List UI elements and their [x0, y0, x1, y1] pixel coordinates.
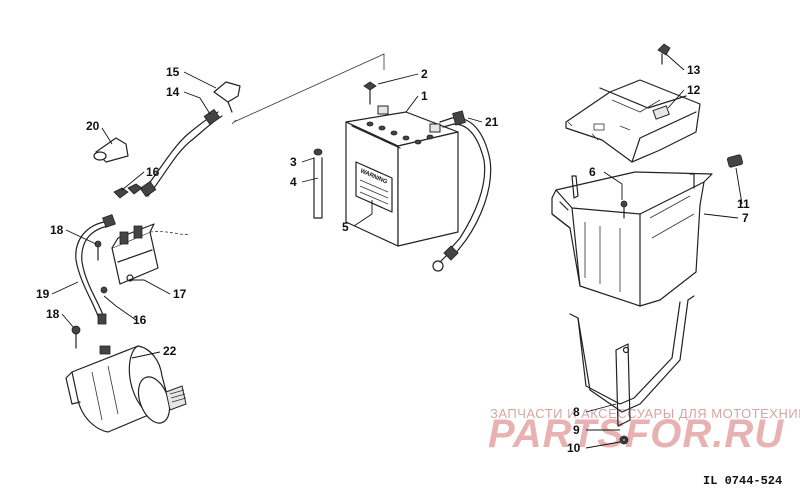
- battery-cell-caps: [366, 121, 434, 145]
- callout-16-top: 16: [146, 165, 160, 179]
- leader-lines: [51, 53, 743, 449]
- watermark-brand: PARTSFOR.RU: [488, 412, 784, 456]
- callout-7: 7: [742, 211, 749, 225]
- battery-box-assembly: [551, 43, 744, 445]
- positive-cable: [139, 53, 385, 198]
- illustration-reference-code: IL 0744-524: [703, 474, 782, 488]
- callout-18-top: 18: [50, 223, 64, 237]
- starter-solenoid: [94, 183, 191, 285]
- negative-cable: [432, 110, 492, 272]
- callout-17: 17: [173, 287, 187, 301]
- callout-2: 2: [421, 67, 428, 81]
- starter-motor: [65, 345, 187, 433]
- callout-3: 3: [290, 155, 297, 169]
- watermark-tagline: ЗАПЧАСТИ И АКСЕССУАРЫ ДЛЯ МОТОТЕХНИКИ: [490, 406, 800, 421]
- callout-14: 14: [166, 85, 180, 99]
- callout-4: 4: [290, 175, 297, 189]
- callout-9: 9: [573, 423, 580, 437]
- callout-21: 21: [485, 115, 499, 129]
- callout-22: 22: [163, 344, 177, 358]
- callout-16-bottom: 16: [133, 313, 147, 327]
- callout-6: 6: [589, 165, 596, 179]
- battery: WARNING: [313, 81, 459, 247]
- callout-20: 20: [86, 119, 100, 133]
- callout-13: 13: [687, 63, 701, 77]
- terminal-boot: [93, 137, 129, 163]
- callout-1: 1: [421, 89, 428, 103]
- callout-18-bottom: 18: [46, 307, 60, 321]
- starter-cable: [71, 214, 116, 349]
- callout-8: 8: [573, 405, 580, 419]
- callout-12: 12: [687, 83, 701, 97]
- callout-10: 10: [567, 441, 581, 455]
- callout-15: 15: [166, 65, 180, 79]
- callout-labels: 1 2 3 4 5 6 7 8 9 10 11 12 13 14 15 16 1…: [36, 63, 750, 455]
- callout-19: 19: [36, 287, 50, 301]
- callout-5: 5: [342, 220, 349, 234]
- callout-11: 11: [737, 197, 750, 211]
